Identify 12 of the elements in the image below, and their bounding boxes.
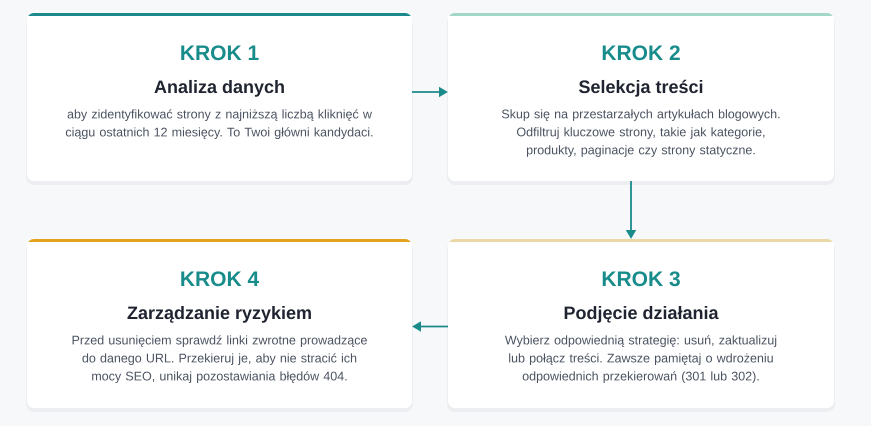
step-label: KROK 3 (602, 271, 680, 286)
step-description: aby zidentyfikować strony z najniższą liczbą kliknięć w ciągu ostatnich 12 miesięcy. To Twoi główni kandydaci. (66, 109, 372, 139)
step-label: KROK 4 (181, 271, 260, 286)
step-description: Wybierz odpowiednią strategię: usuń, zaktualizuj lub połącz treści. Zawsze pamiętaj o wdrożeniu odpowiednich przekierowań (301 lub 302). (504, 335, 776, 383)
step-title: Podjęcie działania (564, 306, 719, 323)
step-label: KROK 2 (602, 45, 680, 60)
step-title: Selekcja treści (578, 80, 702, 97)
step-title: Zarządzanie ryzykiem (128, 306, 311, 323)
step-title: Analiza danych (154, 80, 284, 97)
step-description: Przed usunięciem sprawdź linki zwrotne prowadzące do danego URL. Przekieruj je, aby nie stracić ich mocy SEO, unikaj pozostawiania błędów 404. (72, 335, 367, 383)
step-description: Skup się na przestarzałych artykułach blogowych. Odfiltruj kluczowe strony, takie jak kategorie, produkty, paginacje czy strony statyczne. (502, 109, 780, 157)
step-label: KROK 1 (181, 45, 259, 60)
